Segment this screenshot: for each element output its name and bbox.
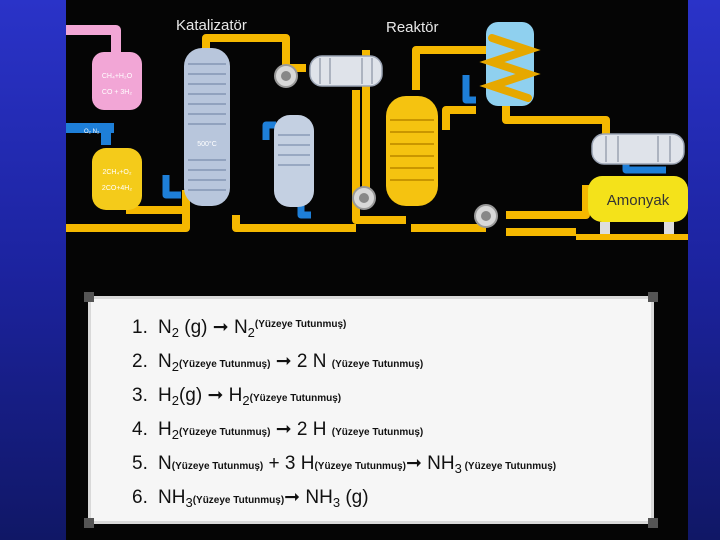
yellow-reformer-label-2: 2CO+4H₂ [102,185,132,192]
pipe-yellow-down-1 [352,90,406,224]
pipe-blue-sep [262,121,276,140]
haber-process-diagram: CH₄+H₂O CO + 3H₂ 2CH₄+O₂ 2CO+4H₂ O₂ N₂ 5… [66,0,688,290]
pipe-yellow-reactor-out [442,106,476,130]
condenser [591,133,685,165]
catalyst-temperature-label: 500°C [197,140,217,148]
background-left-panel [0,0,66,540]
ammonia-tank [588,176,688,222]
reaction-step-2: 2.N2(Yüzeye Tutunmuş) ➞ 2 N (Yüzeye Tutu… [132,351,424,374]
pipe-blue-cat [162,175,181,199]
reactor-label: Reaktör [386,19,439,36]
reaction-step-3: 3.H2(g) ➞ H2(Yüzeye Tutunmuş) [132,385,342,408]
pipe-pink [66,25,121,55]
ammonia-label: Amonyak [607,192,670,209]
cooling-coil [479,34,541,102]
pipe-yellow-coil-out [502,100,610,140]
reaction-step-4: 4.H2(Yüzeye Tutunmuş) ➞ 2 H (Yüzeye Tutu… [132,419,424,442]
reaction-steps-panel: 1.N2 (g) ➞ N2(Yüzeye Tutunmuş) 2.N2(Yüze… [84,292,658,528]
reaction-step-1: 1.N2 (g) ➞ N2(Yüzeye Tutunmuş) [132,317,347,340]
yellow-reformer-label-1: 2CH₄+O₂ [102,169,131,176]
reactor-vessel [386,96,438,206]
separator-vessel [274,115,314,207]
pipe-yellow-bottom [66,190,190,232]
pink-reformer-vessel [92,52,142,110]
n2-feed-label: O₂ N₂ [84,129,100,135]
background-right-panel [688,0,720,540]
catalyst-label: Katalizatör [176,17,247,34]
pipe-yellow-catalyst-top [202,34,290,68]
pink-reformer-label-2: CO + 3H₂ [102,89,132,96]
pipe-yellow-separator-bottom [232,215,356,232]
yellow-reformer-vessel [92,148,142,210]
pipe-yellow-bottom-right [411,185,590,232]
catalyst-column [184,48,230,206]
reaction-step-6: 6.NH3(Yüzeye Tutunmuş)➞ NH3 (g) [132,487,369,510]
pink-reformer-label-1: CH₄+H₂O [102,73,133,80]
pipe-blue-right [462,75,476,104]
heat-exchanger-top [309,55,383,87]
reaction-step-5: 5.N(Yüzeye Tutunmuş) + 3 H(Yüzeye Tutunm… [132,453,557,476]
